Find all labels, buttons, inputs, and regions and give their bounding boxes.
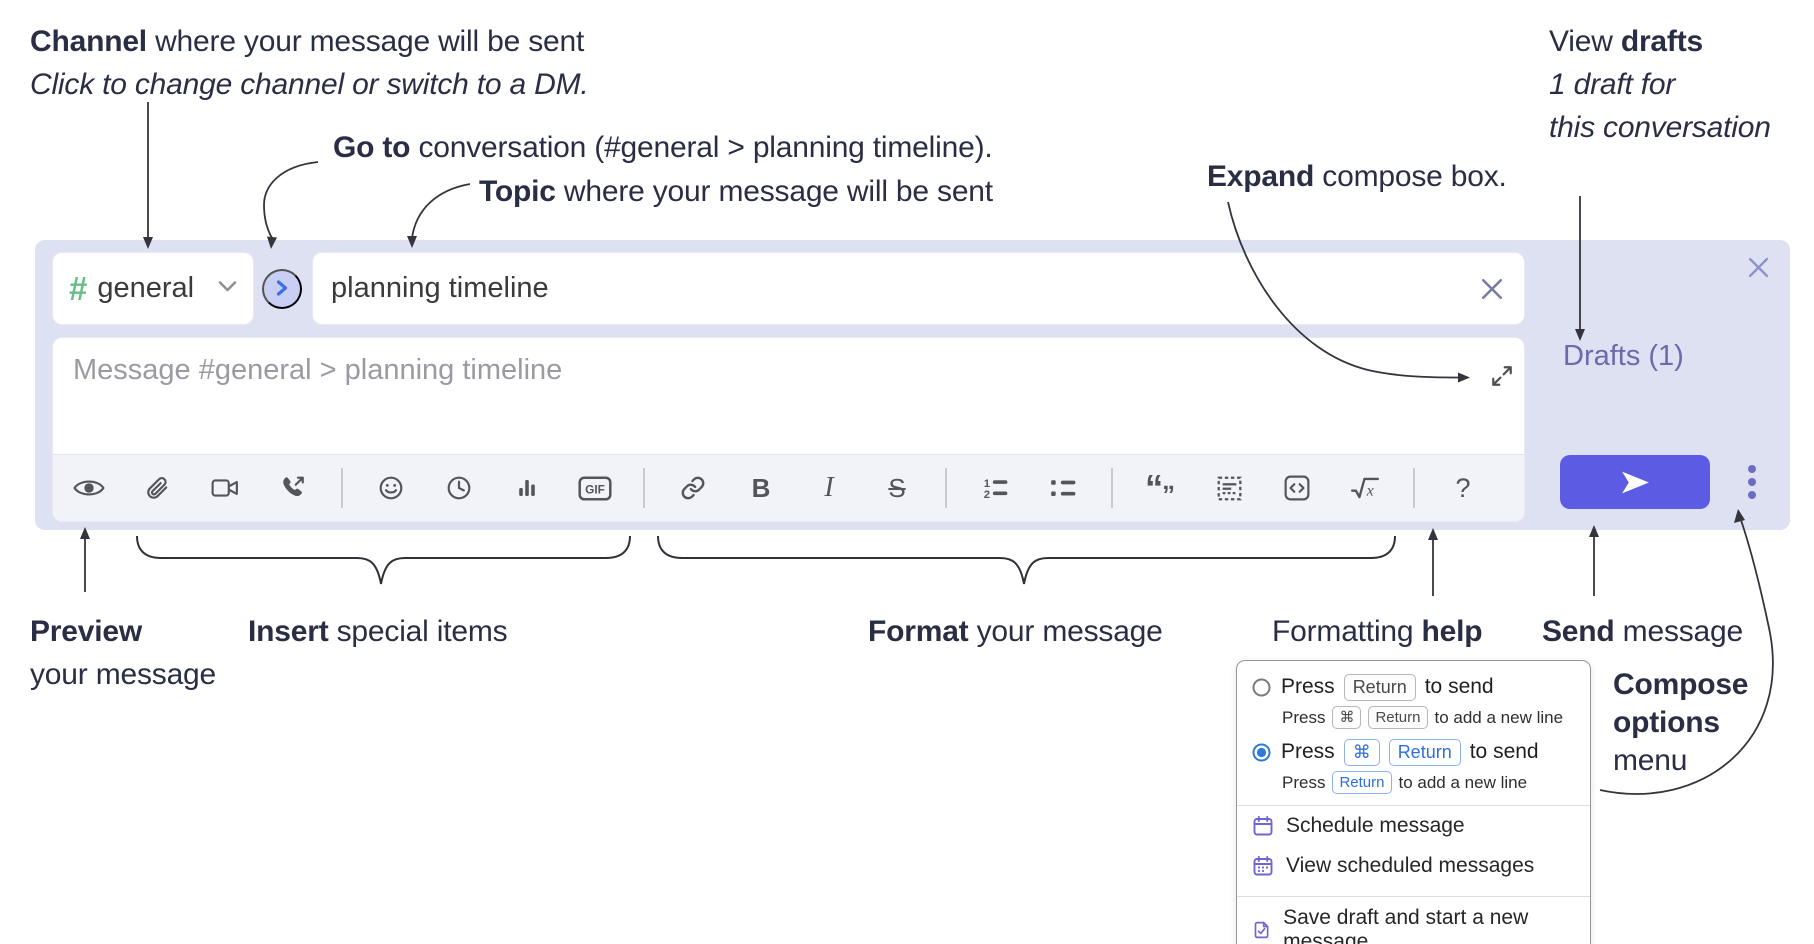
channel-hash-icon: # bbox=[69, 269, 88, 307]
topic-input[interactable] bbox=[331, 272, 1478, 305]
audio-call-icon[interactable] bbox=[270, 465, 316, 511]
calendar-icon bbox=[1253, 816, 1273, 836]
poll-icon[interactable] bbox=[504, 465, 550, 511]
close-icon bbox=[1481, 278, 1503, 299]
gif-icon[interactable]: GIF bbox=[572, 465, 618, 511]
menu-item-schedule-message[interactable]: Schedule message bbox=[1237, 806, 1590, 846]
channel-selector[interactable]: # general bbox=[52, 252, 254, 325]
quote-icon[interactable]: “„ bbox=[1138, 465, 1184, 511]
compose-options-menu-button[interactable] bbox=[1732, 455, 1772, 509]
annotation-preview: Preview your message bbox=[30, 615, 217, 691]
ellipsis-dot bbox=[1748, 478, 1756, 486]
svg-text:GIF: GIF bbox=[585, 482, 605, 496]
calendar-grid-icon bbox=[1253, 856, 1273, 876]
bold-icon[interactable]: B bbox=[738, 465, 784, 511]
annotation-channel: Channel where your message will be sent … bbox=[30, 25, 589, 101]
emoji-icon[interactable] bbox=[368, 465, 414, 511]
option-enter-to-send[interactable]: Press Return to send bbox=[1251, 672, 1576, 702]
math-icon[interactable]: x bbox=[1342, 465, 1388, 511]
annotation-compose-options: Compose options menu bbox=[1613, 668, 1749, 777]
ellipsis-dot bbox=[1748, 465, 1756, 473]
annotation-insert: Insert special items bbox=[248, 615, 508, 648]
toolbar-divider bbox=[643, 468, 645, 508]
drafts-link[interactable]: Drafts (1) bbox=[1563, 340, 1684, 372]
svg-text:2: 2 bbox=[984, 489, 990, 499]
option-cmd-enter-to-send[interactable]: Press ⌘ Return to send bbox=[1251, 737, 1576, 767]
toolbar-divider bbox=[945, 468, 947, 508]
popup-divider bbox=[1237, 805, 1590, 806]
annotation-send: Send message bbox=[1542, 615, 1744, 648]
draft-note-icon bbox=[1254, 921, 1269, 939]
svg-text:„: „ bbox=[1162, 475, 1175, 495]
radio-selected-icon bbox=[1252, 743, 1271, 761]
strikethrough-icon[interactable]: S bbox=[874, 465, 920, 511]
toolbar-divider bbox=[1413, 468, 1415, 508]
toolbar-divider bbox=[341, 468, 343, 508]
chevron-down-icon bbox=[218, 280, 237, 298]
brace-insert bbox=[136, 535, 631, 585]
bulleted-list-icon[interactable] bbox=[1040, 465, 1086, 511]
preview-eye-icon[interactable] bbox=[66, 465, 112, 511]
spoiler-icon[interactable] bbox=[1206, 465, 1252, 511]
svg-text:x: x bbox=[1366, 483, 1375, 500]
ellipsis-dot bbox=[1748, 491, 1756, 499]
channel-name: general bbox=[97, 272, 195, 304]
compose-box: # general Drafts (1) bbox=[35, 240, 1790, 530]
radio-unselected-icon bbox=[1252, 678, 1271, 696]
chevron-right-icon bbox=[273, 278, 291, 301]
line-topic bbox=[411, 183, 471, 239]
italic-icon[interactable]: I bbox=[806, 465, 852, 511]
link-icon[interactable] bbox=[670, 465, 716, 511]
close-compose-button[interactable] bbox=[1745, 254, 1772, 281]
annotation-format: Format your message bbox=[868, 615, 1163, 648]
annotation-expand: Expand compose box. bbox=[1207, 160, 1507, 193]
brace-format bbox=[657, 535, 1396, 585]
annotation-formatting-help: Formatting help bbox=[1272, 615, 1483, 648]
expand-compose-button[interactable] bbox=[1490, 364, 1514, 388]
global-time-icon[interactable] bbox=[436, 465, 482, 511]
formatting-help-icon[interactable]: ? bbox=[1440, 465, 1486, 511]
svg-text:“: “ bbox=[1146, 475, 1163, 501]
compose-options-popup: Press Return to send Press ⌘ Return to a… bbox=[1236, 660, 1591, 944]
topic-input-box bbox=[312, 252, 1525, 325]
attach-file-icon[interactable] bbox=[134, 465, 180, 511]
message-box: GIF B I S 12 bbox=[52, 337, 1525, 522]
send-icon bbox=[1621, 471, 1649, 493]
video-call-icon[interactable] bbox=[202, 465, 248, 511]
popup-divider bbox=[1237, 896, 1590, 897]
svg-text:1: 1 bbox=[984, 478, 990, 490]
message-input[interactable] bbox=[73, 354, 1390, 387]
expand-icon bbox=[1492, 366, 1512, 386]
send-button[interactable] bbox=[1560, 455, 1710, 509]
message-area bbox=[53, 338, 1524, 456]
code-icon[interactable] bbox=[1274, 465, 1320, 511]
option-enter-to-send-hint: Press ⌘ Return to add a new line bbox=[1282, 705, 1576, 730]
option-cmd-enter-to-send-hint: Press Return to add a new line bbox=[1282, 770, 1576, 795]
line-goto bbox=[263, 161, 319, 239]
goto-conversation-button[interactable] bbox=[262, 269, 302, 309]
annotation-goto: Go to conversation (#general > planning … bbox=[333, 131, 993, 164]
menu-item-save-draft[interactable]: Save draft and start a new message bbox=[1237, 897, 1590, 944]
annotation-topic: Topic where your message will be sent bbox=[479, 175, 993, 208]
close-icon bbox=[1748, 257, 1769, 278]
menu-item-view-scheduled-messages[interactable]: View scheduled messages bbox=[1237, 846, 1590, 886]
toolbar-divider bbox=[1111, 468, 1113, 508]
clear-topic-button[interactable] bbox=[1478, 275, 1506, 303]
annotation-view-drafts: View drafts 1 draft for this conversatio… bbox=[1549, 25, 1771, 144]
